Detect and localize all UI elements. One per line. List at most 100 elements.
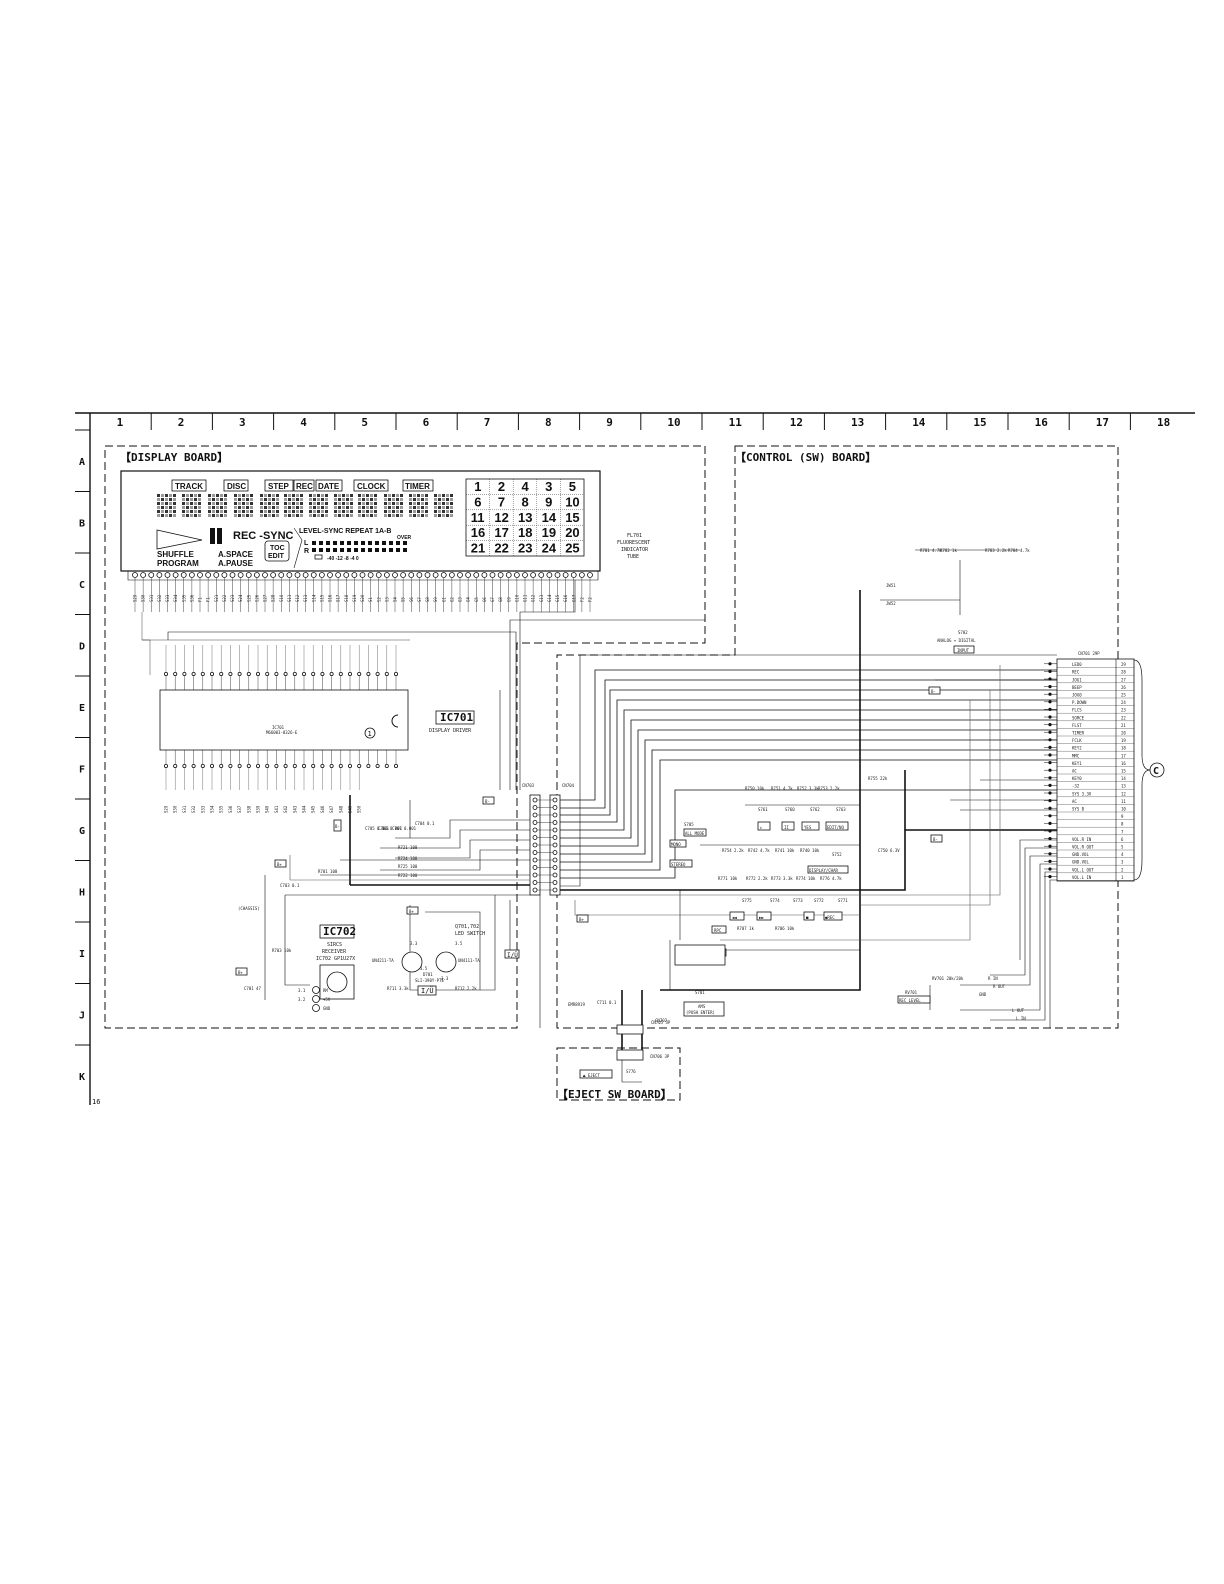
segment-label: S6 [409,597,414,602]
s771: S771 [838,898,848,903]
c707: C707 0.001 [392,826,417,831]
ic-pin-label: S32 [191,805,196,813]
s760: S760 [785,807,795,812]
r741: R741 10k [775,848,795,853]
r712: R712 2.2k [455,986,477,991]
cn701-pin-name: VOL.R IN [1072,837,1092,842]
cn701-pin-name: JOG0 [1072,693,1082,698]
cn701-pin-number: 10 [1121,807,1126,812]
eject-button: ⏏ EJECT [583,1073,600,1078]
r703: R703 10k [272,948,292,953]
column-label: 3 [239,416,246,429]
segment-label: S35 [181,594,186,602]
column-label: 7 [484,416,491,429]
q702-part: UN4211-TA [372,958,394,963]
grid-number: 9 [545,494,552,509]
segment-label: S12 [295,594,300,602]
ref-tag: B+ [579,917,584,922]
circled-1: 1 [368,730,372,738]
wires [167,549,1057,1055]
segment-label: G7 [490,597,495,602]
segment-label: S5 [401,597,406,602]
segment-label: G13 [539,594,544,602]
column-label: 17 [1096,416,1109,429]
ic-pin-label: S44 [302,805,307,813]
segment-label: S17 [336,594,341,602]
toc-edit-box [264,540,290,562]
ic701-chip: IC701 DISPLAY DRIVER IC701 M66003-0326-E… [159,672,475,813]
eject-board-title: 【EJECT SW BOARD】 [557,1088,672,1101]
segment-label: G11 [523,594,528,602]
forward-icon: ▶▶ [759,915,764,920]
column-label: 12 [790,416,803,429]
c703: C703 0.1 [280,883,300,888]
cn701-pin-number: 4 [1121,852,1124,857]
r711: R711 3.3k [387,986,409,991]
segment-label: S22 [222,594,227,602]
grid-number: 15 [565,510,579,525]
segment-label: G8 [498,597,503,602]
grid-number: 11 [471,510,485,525]
ic702-line-3: IC702 GP1U27X [316,956,355,962]
display-char: DISPLAY/CHAR [809,868,838,873]
ic702-receiver: IC702 SIRCS RECEIVER IC702 GP1U27X RM +5… [298,924,356,1012]
c711: C711 0.1 [597,1000,617,1005]
fl701-desc-1: FLUORESCENT [617,540,650,546]
column-label: 15 [973,416,986,429]
lcd-edit: EDIT [268,553,285,560]
ic-pin-label: S45 [311,805,316,813]
fl701-desc-3: TUBE [627,554,639,560]
pause-bar-icon [217,528,222,544]
segment-label: F2 [588,597,593,602]
grid-number: 1 [474,479,481,494]
row-label: A [79,457,85,468]
ref-tags: B- B- B+ B+ B+ B- B+ B- [235,686,943,976]
r783: R783 2.2k [985,548,1007,553]
cn701-pin-number: 1 [1121,875,1124,880]
c750: C750 6.3V [878,848,900,853]
grid-number: 14 [542,510,557,525]
segment-label: G17 [571,594,576,602]
ams: AMS [698,1004,706,1009]
cn701-pin-name: SYS 3.3V [1072,791,1092,796]
c701: C701 47 [244,986,261,991]
segment-label: G15 [555,594,560,602]
lcd-label-timer: TIMER [405,482,430,491]
grid-number: 17 [494,525,508,540]
fl701-label: FL701 [627,533,642,539]
volt-c: 3.5 [420,966,428,971]
lcd-over: OVER [397,535,412,541]
segment-label: S15 [319,594,324,602]
segment-label: S34 [173,594,178,602]
cn701-pin-name: FLCS [1072,708,1082,713]
ref-tag: B- [335,824,340,829]
cn703-label: CN703 [522,783,535,788]
row-label: H [79,887,85,898]
ic-pin-label: S50 [357,805,362,813]
column-label: 1 [117,416,124,429]
cn701-pin-number: 16 [1121,761,1126,766]
r772: R772 2.2k [746,876,768,881]
play-triangle-icon [156,529,203,550]
cn701-pin-number: 17 [1121,753,1126,758]
grid-number: 2 [498,479,505,494]
ic-pin-label: S42 [283,805,288,813]
cn701-pin-name: TIMER [1072,731,1085,736]
emr8919: EMR8919 [568,1002,585,1007]
s773: S773 [793,898,803,903]
segment-label: S32 [157,594,162,602]
s775: S775 [742,898,752,903]
ic-pin-label: S33 [200,805,205,813]
segment-label: S33 [165,594,170,602]
ic702-pin-5v: +5V [323,997,331,1002]
lcd-shuffle: SHUFFLE [157,550,195,559]
cn701-pin-number: 18 [1121,746,1126,751]
rewind-icon: ◀◀ [732,915,737,920]
s774: S774 [770,898,780,903]
segment-label: S30 [141,594,146,602]
cn701-pin-number: 11 [1121,799,1126,804]
column-label: 14 [912,416,926,429]
cn701-pin-name: SYS B [1072,807,1085,812]
